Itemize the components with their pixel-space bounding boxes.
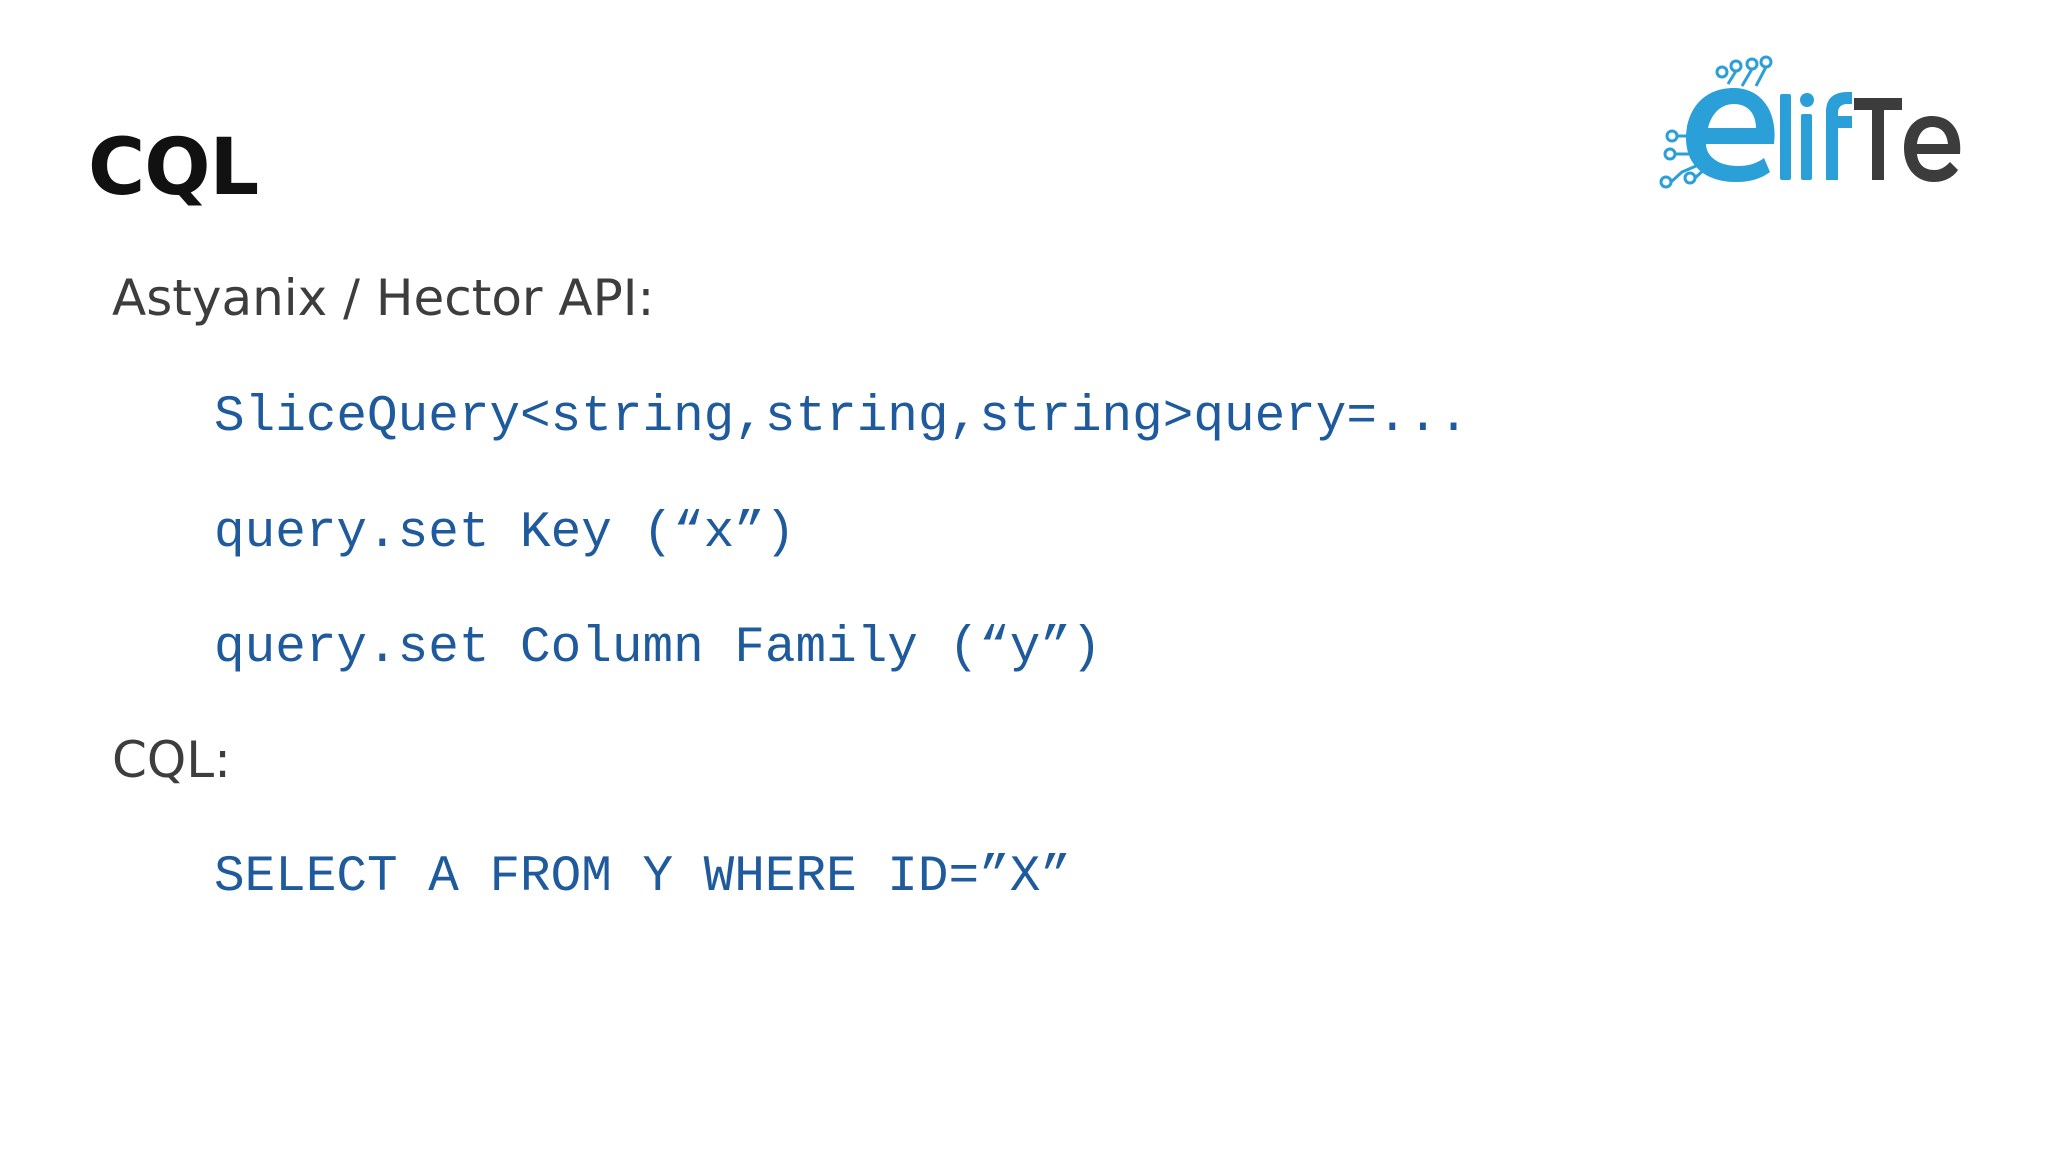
code-line-slice-query: SliceQuery<string,string,string>query=..… [214,389,1469,446]
logo-tech-text [1854,98,1961,182]
code-line-set-key: query.set Key (“x”) [214,505,796,562]
section-heading-cql: CQL: [112,731,231,789]
code-line-set-column-family: query.set Column Family (“y”) [214,620,1102,677]
eliftech-logo-graphic [1659,55,1961,189]
logo-e-letter [1686,88,1775,182]
section-heading-api: Astyanix / Hector API: [112,269,655,327]
eliftech-logo [1656,54,2006,204]
logo-lif-text [1780,92,1852,180]
code-line-select: SELECT A FROM Y WHERE ID=”X” [214,849,1071,906]
slide-title: CQL [88,123,259,213]
